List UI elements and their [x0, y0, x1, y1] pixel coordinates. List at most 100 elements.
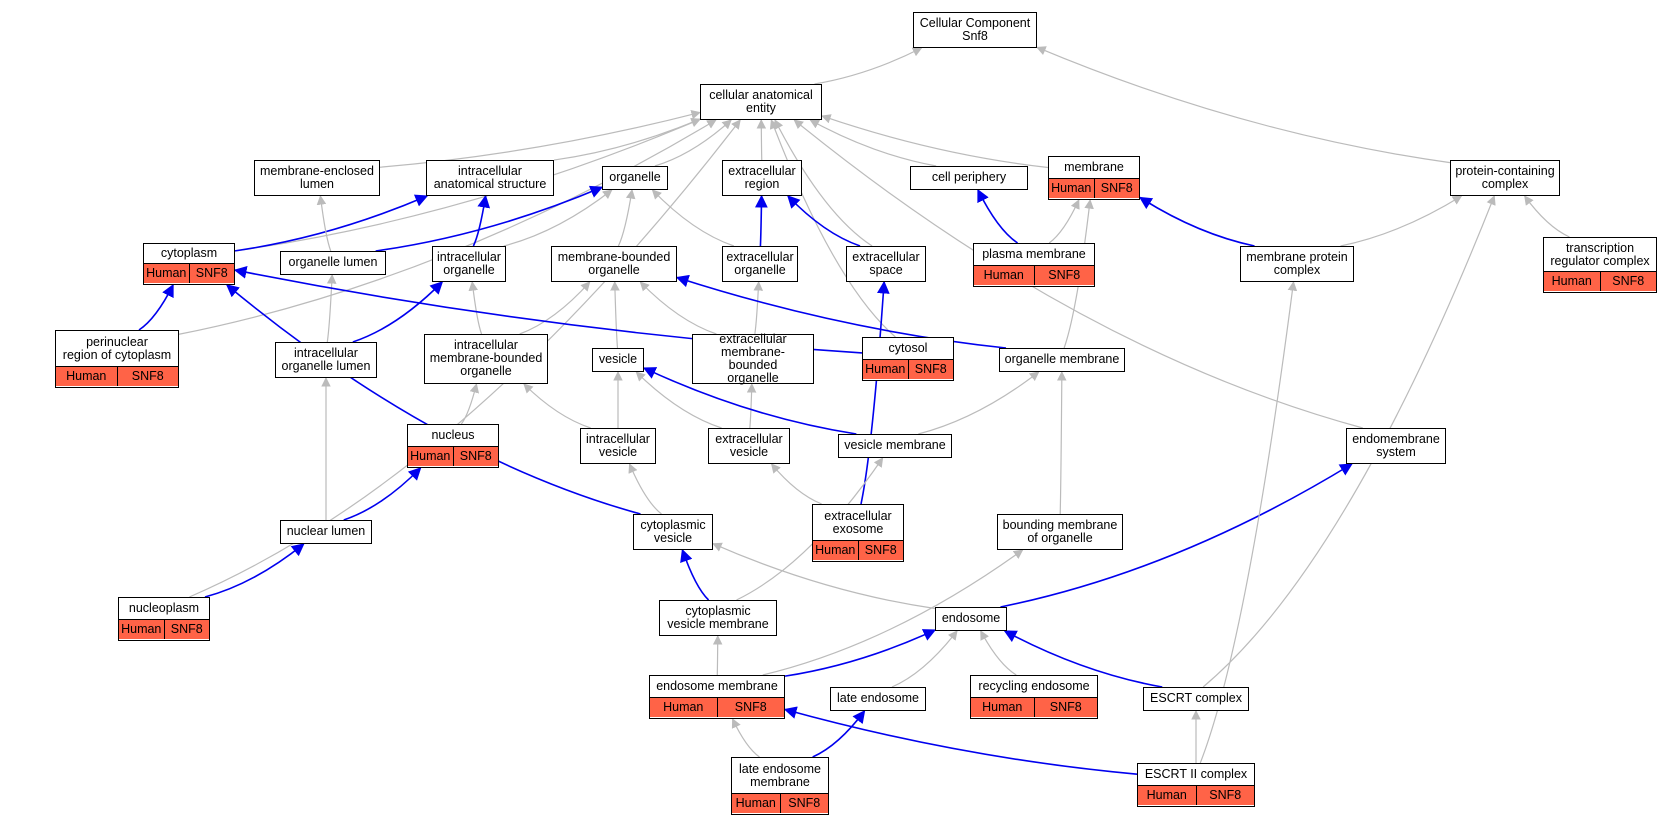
edge-nuc-to-imbo [460, 383, 480, 425]
edge-em-to-endo [784, 629, 937, 677]
edge-re-to-endo [980, 630, 1017, 676]
edge-ino-to-org [503, 189, 613, 247]
annotation-row: Human SNF8 [1138, 785, 1254, 805]
edge-prc-to-cyt [138, 283, 174, 331]
node-cv[interactable]: cytoplasmic vesicle [633, 514, 713, 550]
node-root[interactable]: Cellular Component Snf8 [913, 12, 1037, 48]
edge-cyt-to-ias [234, 194, 429, 252]
node-imbo[interactable]: intracellular membrane-bounded organelle [424, 334, 548, 384]
node-iv[interactable]: intracellular vesicle [580, 428, 656, 464]
species-cell: Human [983, 268, 1024, 282]
node-vm[interactable]: vesicle membrane [838, 434, 952, 458]
node-orm[interactable]: organelle membrane [999, 348, 1125, 372]
node-ino[interactable]: intracellular organelle [432, 246, 506, 282]
species-cell: Human [1146, 788, 1187, 802]
node-orl[interactable]: organelle lumen [280, 251, 386, 275]
node-exs[interactable]: extracellular space [846, 246, 926, 282]
node-label: late endosome [836, 691, 919, 705]
node-label: extracellular space [852, 249, 920, 277]
gene-cell: SNF8 [1093, 179, 1140, 198]
node-label: Cellular Component Snf8 [919, 15, 1031, 43]
edge-ves-to-mbo [610, 281, 620, 349]
edge-imbo-to-ino [468, 281, 483, 335]
node-cvm[interactable]: cytoplasmic vesicle membrane [659, 600, 777, 636]
node-le[interactable]: late endosome [830, 687, 926, 711]
node-iol[interactable]: intracellular organelle lumen [275, 342, 377, 378]
edge-cae-to-root [814, 47, 923, 85]
edge-iv-to-imbo [523, 383, 591, 429]
node-org[interactable]: organelle [602, 166, 668, 190]
edge-cyto-to-cae [769, 119, 896, 338]
node-ev[interactable]: extracellular vesicle [708, 428, 790, 464]
node-nl[interactable]: nuclear lumen [280, 520, 372, 544]
node-label: plasma membrane [982, 247, 1086, 261]
edge-embo-to-exo [753, 281, 764, 335]
edge-orm-to-mbo [675, 274, 1007, 349]
node-label: ESCRT II complex [1144, 767, 1248, 781]
edge-orm-to-mem [1063, 199, 1094, 349]
edge-escrt-to-pcc [1202, 195, 1496, 688]
node-label: organelle lumen [288, 255, 378, 269]
node-embo[interactable]: extracellular membrane-bounded organelle [692, 331, 814, 385]
node-label: intracellular organelle lumen [281, 345, 371, 373]
edge-lem-to-em [731, 718, 760, 758]
edge-ino-to-ias [472, 194, 491, 247]
node-ves[interactable]: vesicle [592, 348, 644, 372]
node-label: protein-containing complex [1455, 163, 1555, 191]
node-cper[interactable]: cell periphery [910, 166, 1028, 190]
node-label: cytoplasmic vesicle membrane [667, 603, 769, 631]
node-ias[interactable]: intracellular anatomical structure [426, 160, 554, 196]
node-cae[interactable]: cellular anatomical entity [700, 84, 822, 120]
edge-exr-to-cae [756, 119, 767, 161]
edge-ev-to-ves [635, 371, 722, 429]
edge-escrt2-to-mpc [1199, 281, 1298, 764]
node-label: cell periphery [931, 170, 1007, 184]
node-mbo[interactable]: membrane-bounded organelle [551, 246, 677, 282]
node-label: extracellular membrane-bounded organelle [719, 331, 787, 385]
node-escrt[interactable]: ESCRT complex [1143, 687, 1249, 711]
edge-exe-to-exs [860, 280, 890, 505]
node-mel[interactable]: membrane-enclosed lumen [254, 160, 380, 196]
node-mpc[interactable]: membrane protein complex [1240, 246, 1354, 282]
edge-exo-to-org [651, 189, 735, 247]
node-bmo[interactable]: bounding membrane of organelle [997, 514, 1123, 550]
node-label: cytoplasmic vesicle [640, 517, 706, 545]
gene-cell: SNF8 [857, 541, 904, 560]
node-exo[interactable]: extracellular organelle [722, 246, 798, 282]
node-ems[interactable]: endomembrane system [1346, 428, 1446, 464]
node-label: nuclear lumen [286, 524, 366, 538]
gene-cell: SNF8 [452, 447, 499, 466]
gene-cell: SNF8 [116, 367, 179, 386]
edge-mpc-to-pcc [1340, 195, 1463, 247]
node-exr[interactable]: extracellular region [722, 160, 802, 196]
node-label: perinuclear region of cytoplasm [62, 334, 172, 362]
species-cell: Human [815, 543, 856, 557]
gene-cell: SNF8 [1195, 786, 1255, 805]
node-label: organelle membrane [1004, 352, 1120, 366]
node-endo[interactable]: endosome [935, 607, 1007, 631]
node-label: extracellular exosome [824, 508, 892, 536]
node-label: cellular anatomical entity [709, 87, 813, 115]
species-cell: Human [1051, 181, 1092, 195]
node-pcc[interactable]: protein-containing complex [1450, 160, 1560, 196]
edge-iol-to-orl [326, 274, 337, 343]
edge-embo-to-mbo [639, 281, 717, 335]
